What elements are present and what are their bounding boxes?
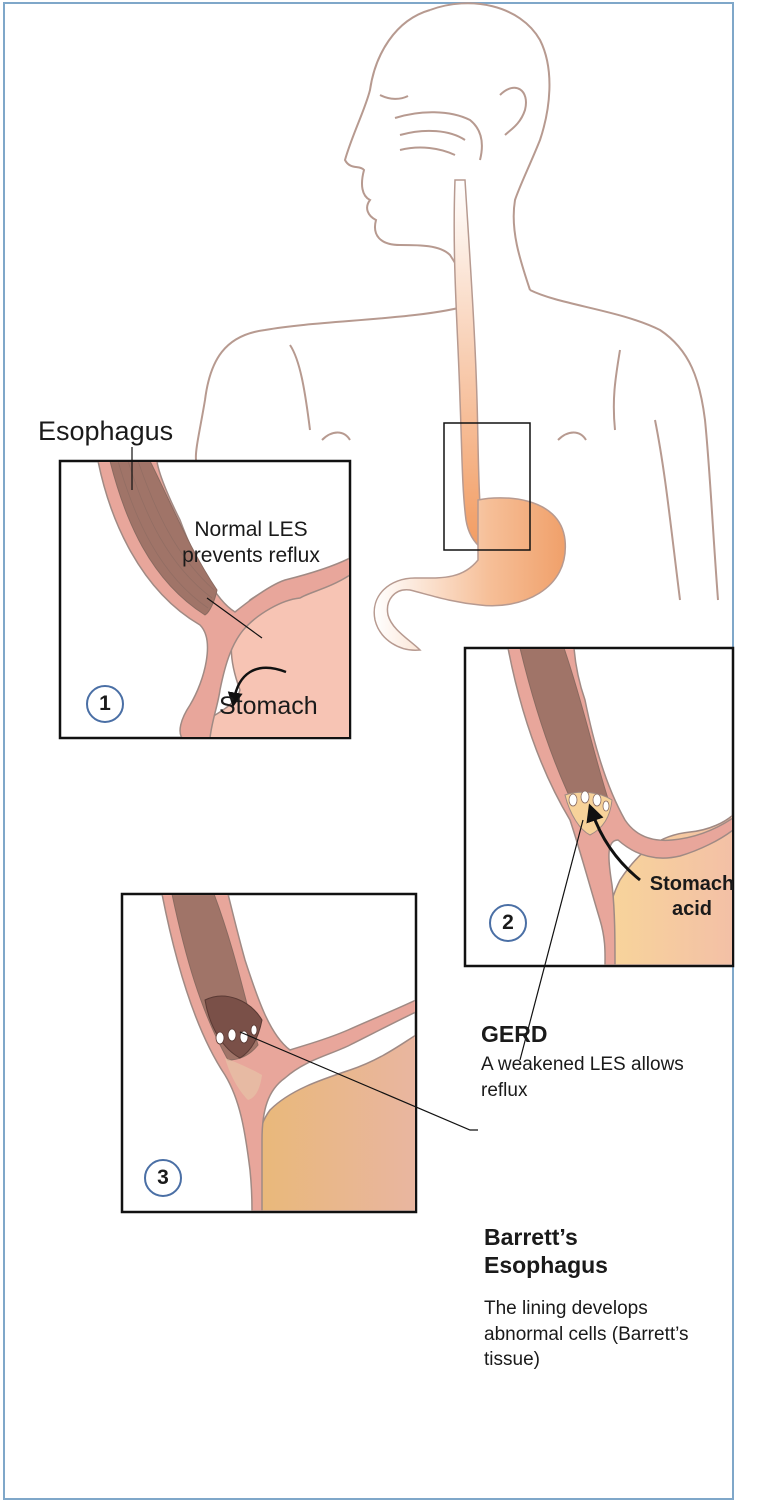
digestive-tract	[374, 180, 565, 650]
barrett-title: Barrett’s Esophagus	[484, 1224, 684, 1279]
panel-1-badge: 1	[86, 685, 124, 723]
barrett-description: The lining develops abnormal cells (Barr…	[484, 1296, 699, 1373]
normal-les-label: Normal LES prevents reflux	[180, 517, 322, 570]
panel-2-badge: 2	[489, 904, 527, 942]
gerd-description: A weakened LES allows reflux	[481, 1052, 696, 1103]
stomach-acid-label: Stomach acid	[632, 872, 752, 922]
stomach-label: Stomach	[219, 691, 318, 722]
panel-3-badge: 3	[144, 1159, 182, 1197]
gerd-title: GERD	[481, 1021, 547, 1049]
esophagus-label: Esophagus	[38, 415, 173, 449]
